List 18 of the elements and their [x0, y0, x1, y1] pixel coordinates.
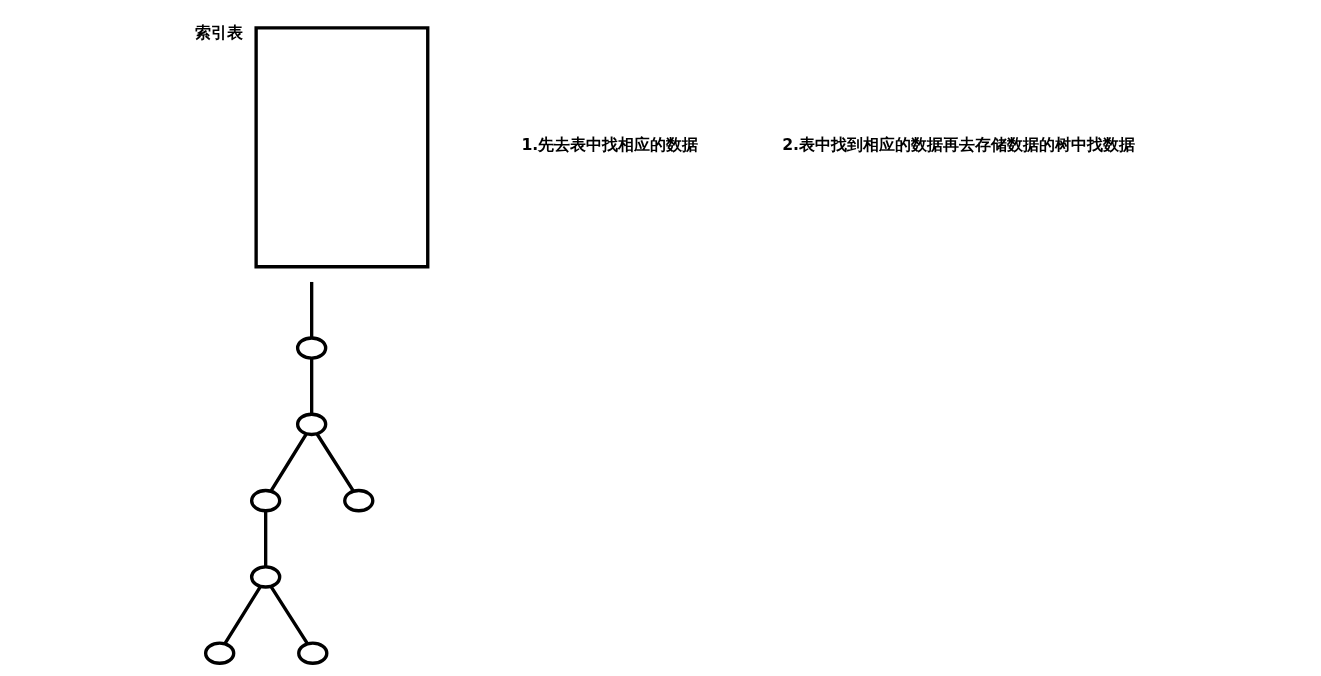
connector — [309, 358, 314, 415]
node-circle — [343, 488, 375, 513]
connector — [269, 585, 309, 645]
node-circle — [249, 565, 282, 589]
label: 1.先去表中找相应的数据 — [521, 135, 699, 155]
node-circle — [297, 641, 329, 665]
node-box — [254, 26, 430, 269]
node-circle — [203, 641, 236, 665]
connector — [315, 433, 355, 493]
connector — [309, 281, 314, 338]
connector — [269, 433, 308, 492]
node-circle — [295, 336, 328, 360]
label: 2.表中找到相应的数据再去存储数据的树中找数据 — [782, 135, 1136, 155]
connector — [223, 585, 262, 645]
node-circle — [249, 488, 282, 513]
connector — [263, 510, 268, 567]
node-label: 索引表 — [194, 22, 243, 42]
node-circle — [295, 412, 328, 437]
